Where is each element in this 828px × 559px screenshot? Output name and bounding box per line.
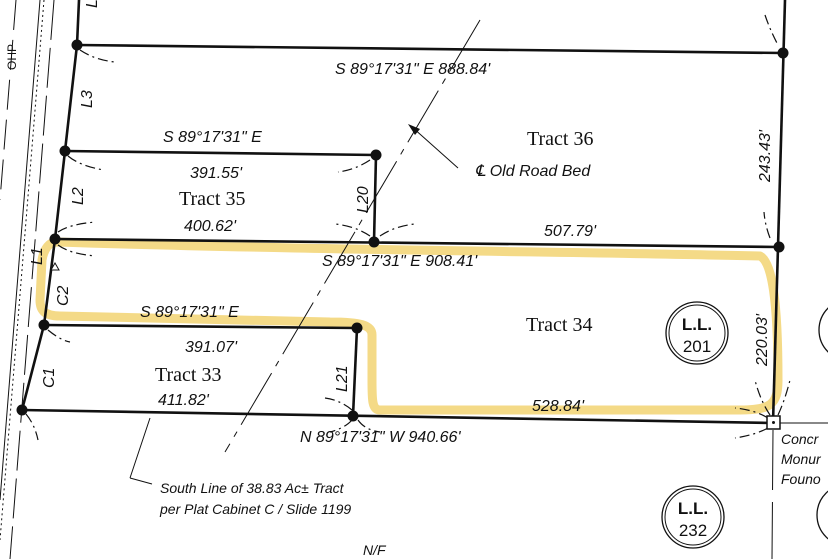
tract-35-label: Tract 35 <box>179 188 245 210</box>
line-label-c1: C1 <box>41 368 58 388</box>
bottom-bearing: N 89°17'31" W 940.66' <box>300 429 461 446</box>
bottom-distance: 528.84' <box>532 398 585 415</box>
tract33-bottom-distance: 411.82' <box>158 392 210 409</box>
east-lower-distance: 220.03' <box>754 313 771 367</box>
lot-201-number: 201 <box>683 337 711 356</box>
line-label-l20: L20 <box>355 186 372 213</box>
line-label-l4: L <box>84 0 101 8</box>
nf-label: N/F <box>363 542 387 558</box>
partial-lot-badge <box>818 307 828 353</box>
monument-note-line2: Monur <box>781 451 822 467</box>
corner-arcs <box>25 14 791 441</box>
line-label-l21: L21 <box>334 365 351 392</box>
mid-bearing: S 89°17'31" E 908.41' <box>322 253 478 270</box>
tract33-top-distance: 391.07' <box>185 339 238 356</box>
mid-distance: 507.79' <box>544 223 597 240</box>
tract-34-label: Tract 34 <box>526 314 592 336</box>
road-ohp-label: OHP <box>5 44 19 70</box>
monument-note-line3: Founo <box>781 471 821 487</box>
south-line-note-1: South Line of 38.83 Ac± Tract <box>160 480 345 496</box>
partial-lot-badge-2 <box>816 490 828 540</box>
boundary-lines <box>20 0 787 425</box>
line-label-l3: L3 <box>79 90 96 108</box>
old-road-bed-centerline <box>224 19 481 453</box>
line-label-c2: C2 <box>55 285 72 306</box>
road-edge-lines <box>0 0 55 559</box>
old-road-bed-label: ℄ Old Road Bed <box>475 163 591 180</box>
south-line-leader-tail <box>129 477 153 485</box>
concrete-monument-icon <box>766 415 781 430</box>
corner-markers <box>16 39 789 422</box>
line-label-l2: L2 <box>70 187 87 205</box>
tract35-bottom-distance: 400.62' <box>184 218 237 235</box>
top-bearing-label: S 89°17'31" E 888.84' <box>335 61 491 78</box>
east-upper-distance: 243.43' <box>757 129 774 183</box>
lot-201-badge: L.L. 201 <box>665 301 729 365</box>
tract33-top-bearing: S 89°17'31" E <box>140 304 239 321</box>
south-line-leader <box>129 417 151 479</box>
tract-33-label: Tract 33 <box>155 364 221 386</box>
lot-201-prefix: L.L. <box>682 315 712 334</box>
monument-leader-line <box>771 429 774 559</box>
lot-232-prefix: L.L. <box>678 499 708 518</box>
control-point-icon <box>50 261 60 271</box>
south-line-note-2: per Plat Cabinet C / Slide 1199 <box>159 501 351 517</box>
line-label-l1: L1 <box>29 247 46 265</box>
lot-232-badge: L.L. 232 <box>661 485 725 549</box>
tract35-top-distance: 391.55' <box>190 165 243 182</box>
monument-note-line1: Concr <box>781 431 820 447</box>
tract35-top-bearing: S 89°17'31" E <box>163 129 262 146</box>
tract-36-label: Tract 36 <box>527 128 593 150</box>
leader-arrow-icon <box>408 124 420 135</box>
old-road-leader <box>411 126 459 169</box>
lot-232-number: 232 <box>679 521 707 540</box>
